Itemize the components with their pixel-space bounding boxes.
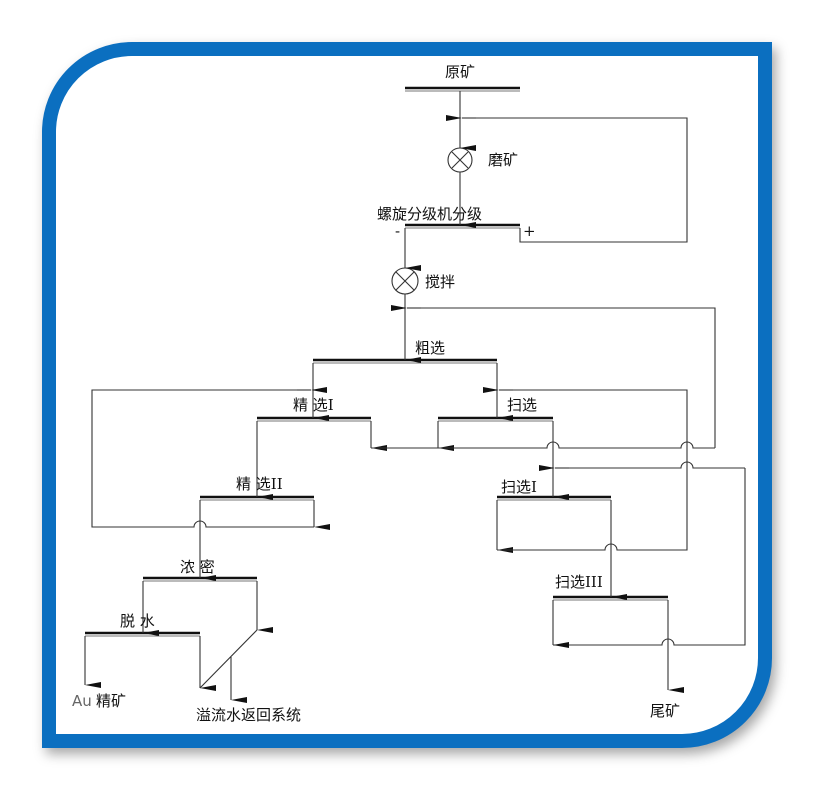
label-scavenger: 扫选 xyxy=(507,396,537,414)
grinding-mill-icon xyxy=(447,147,473,173)
label-grinding: 磨矿 xyxy=(488,151,518,169)
classifier-bar xyxy=(405,223,520,229)
scavenger2-bar xyxy=(553,595,668,601)
label-cleaner1: 精 选I xyxy=(293,396,334,414)
raw-ore-bar xyxy=(405,86,520,92)
label-rougher: 粗选 xyxy=(415,339,445,357)
label-thickening: 浓 密 xyxy=(180,558,215,576)
scavenger1-bar xyxy=(497,495,611,501)
label-classifier: 螺旋分级机分级 xyxy=(377,205,482,223)
label-au: Au xyxy=(72,692,92,710)
label-minus: - xyxy=(395,222,400,240)
agitator-icon xyxy=(391,267,419,295)
label-cleaner2: 精 选II xyxy=(236,475,283,493)
label-plus: + xyxy=(523,222,536,240)
scavenger-bar xyxy=(438,416,553,422)
dewatering-bar xyxy=(85,631,200,637)
label-concentrate: 精矿 xyxy=(96,692,126,710)
label-dewatering: 脱 水 xyxy=(120,612,155,630)
label-scavenger2: 扫选III xyxy=(555,573,603,591)
cleaner2-bar xyxy=(200,495,314,501)
thickener-bar xyxy=(143,576,257,582)
label-raw-ore: 原矿 xyxy=(445,63,475,81)
flow-lines xyxy=(84,91,746,703)
label-scavenger1: 扫选I xyxy=(501,478,537,496)
cleaner1-bar xyxy=(257,416,371,422)
label-agitation: 搅拌 xyxy=(425,273,455,291)
rougher-bar xyxy=(313,358,497,364)
label-overflow: 溢流水返回系统 xyxy=(196,706,301,724)
blue-frame xyxy=(42,42,772,748)
label-tailings: 尾矿 xyxy=(650,702,680,720)
